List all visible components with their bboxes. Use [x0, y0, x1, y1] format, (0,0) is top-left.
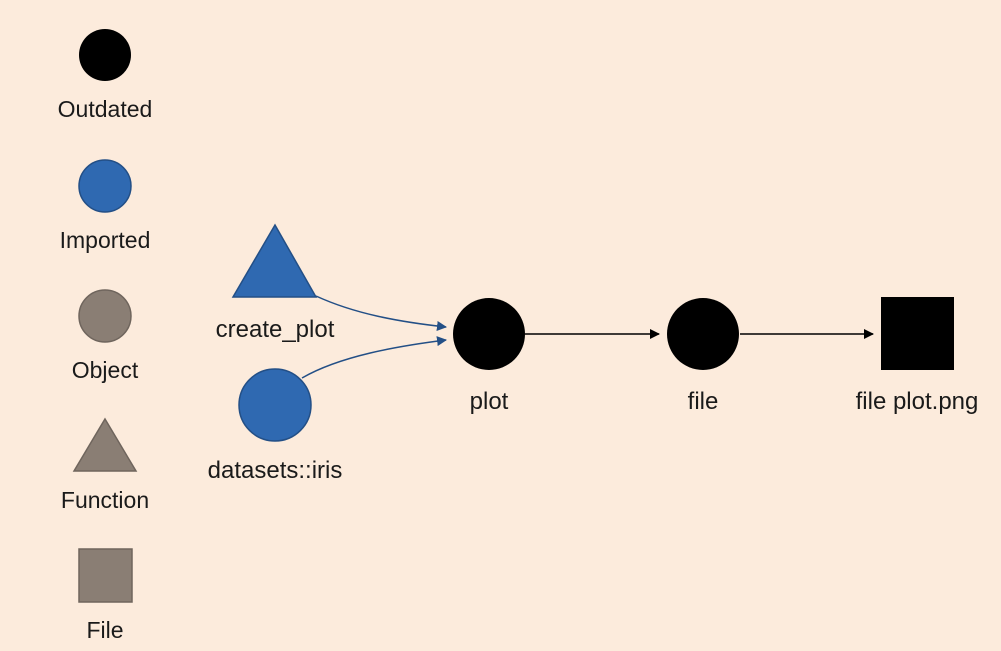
- node-label-file-plot-png: file plot.png: [856, 388, 979, 415]
- node-plot[interactable]: plot: [453, 298, 525, 415]
- imported-circle-icon: [78, 159, 132, 213]
- node-file[interactable]: file: [667, 298, 739, 415]
- legend-label-outdated: Outdated: [58, 96, 153, 122]
- legend-item-imported: Imported: [60, 159, 151, 253]
- edge-datasets-iris-to-plot: [301, 336, 447, 379]
- legend-label-function: Function: [61, 487, 149, 513]
- legend-item-function: Function: [61, 417, 149, 513]
- node-label-plot: plot: [470, 388, 509, 415]
- node-label-datasets-iris: datasets::iris: [208, 457, 343, 484]
- node-datasets-iris[interactable]: datasets::iris: [208, 368, 343, 484]
- outdated-circle-icon: [453, 298, 525, 370]
- outdated-circle-icon: [667, 298, 739, 370]
- legend-item-outdated: Outdated: [58, 29, 153, 122]
- node-create-plot[interactable]: create_plot: [216, 223, 335, 343]
- object-circle-icon: [78, 289, 132, 343]
- node-label-create-plot: create_plot: [216, 316, 335, 343]
- outdated-circle-icon: [79, 29, 131, 81]
- function-triangle-icon: [231, 223, 318, 298]
- file-square-icon: [881, 297, 954, 370]
- edges: [301, 295, 874, 379]
- legend-label-object: Object: [72, 357, 139, 383]
- edge-create-plot-to-plot: [315, 295, 447, 331]
- imported-circle-icon: [238, 368, 312, 442]
- legend-label-file: File: [86, 617, 123, 643]
- legend-label-imported: Imported: [60, 227, 151, 253]
- nodes: create_plot datasets::iris plot file fil…: [208, 223, 979, 484]
- legend-item-file: File: [78, 548, 133, 643]
- file-square-icon: [78, 548, 133, 603]
- node-label-file: file: [688, 388, 719, 415]
- node-file-plot-png[interactable]: file plot.png: [856, 297, 979, 415]
- legend: Outdated Imported Object Function File: [58, 29, 153, 643]
- legend-item-object: Object: [72, 289, 139, 383]
- function-triangle-icon: [72, 417, 138, 472]
